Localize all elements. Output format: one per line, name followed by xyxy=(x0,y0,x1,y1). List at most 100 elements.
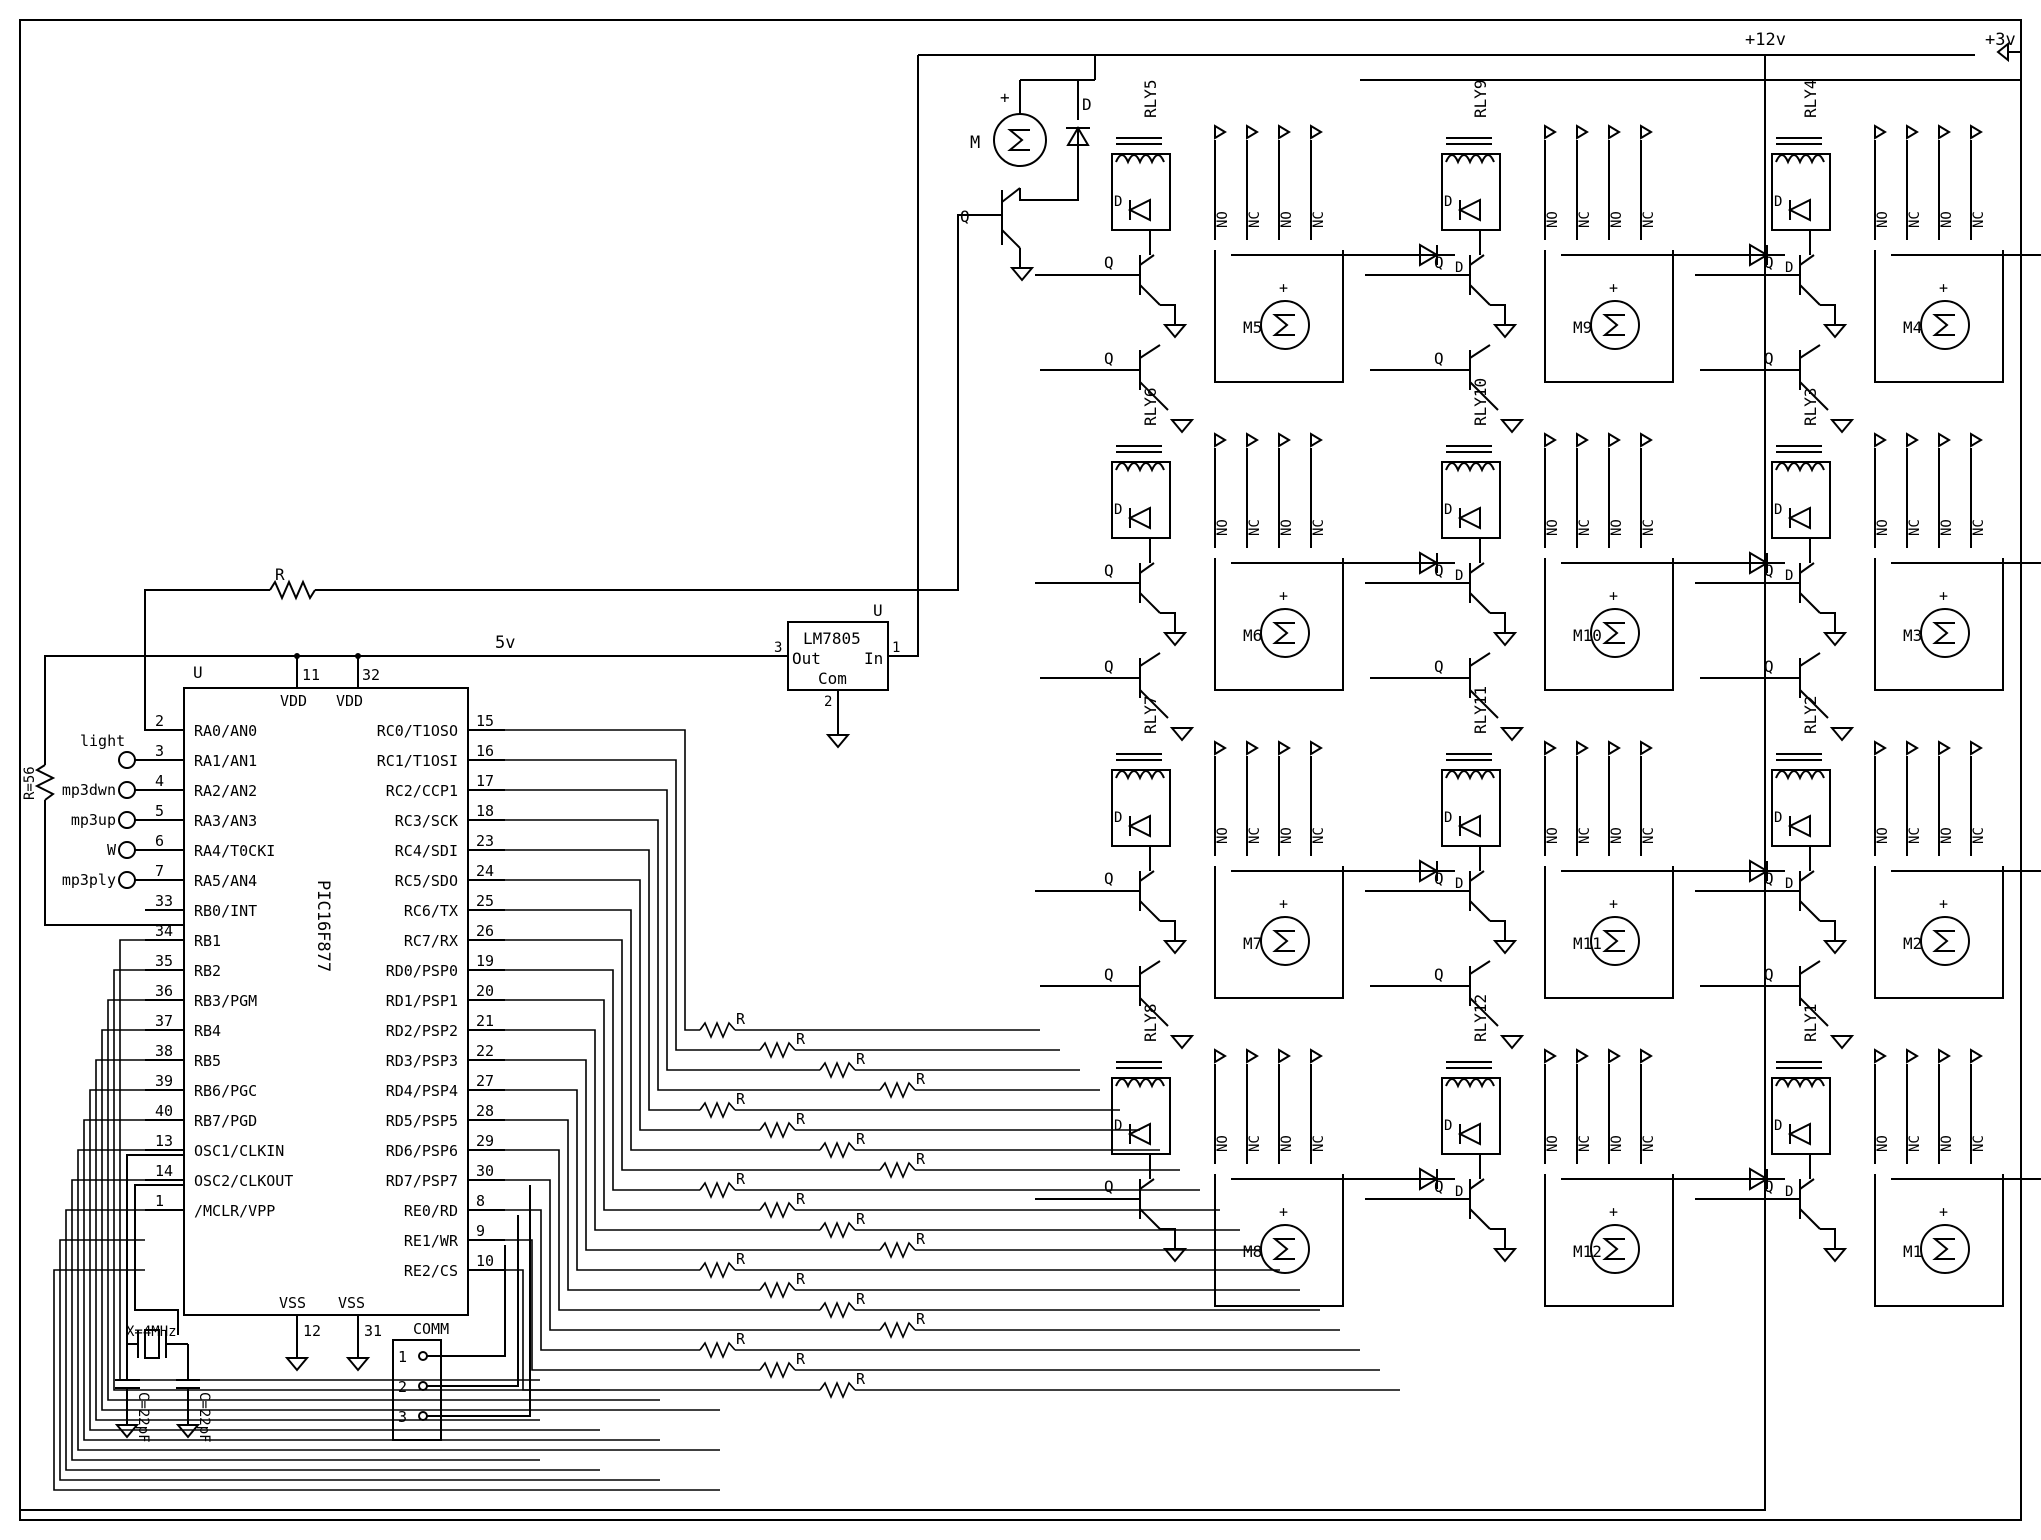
relay-contact-label: NC xyxy=(1311,1135,1327,1152)
relay-diode-label: D xyxy=(1774,502,1782,518)
relay-contact-label: NC xyxy=(1247,827,1263,844)
drawing-border xyxy=(19,19,2022,1521)
relay-contact-label: NC xyxy=(1311,827,1327,844)
mcu-right-pin-num: 28 xyxy=(476,1102,494,1120)
relay-transistor-label: Q xyxy=(1104,253,1114,272)
mcu-left-pin-num: 33 xyxy=(155,892,173,910)
mcu-left-pin-name: RB0/INT xyxy=(194,902,257,920)
mcu-right-pin-name: RD7/PSP7 xyxy=(386,1172,458,1190)
series-transistor-label: Q xyxy=(1764,657,1774,676)
mcu-right-pin-num: 22 xyxy=(476,1042,494,1060)
input-label: W xyxy=(107,841,117,859)
relay-diode-label: D xyxy=(1114,194,1122,210)
relay-label: RLY4 xyxy=(1801,79,1820,118)
motor-label: M1 xyxy=(1903,1242,1922,1261)
relay-diode-label: D xyxy=(1114,810,1122,826)
relay-label: RLY12 xyxy=(1471,994,1490,1042)
relay-contact-label: NO xyxy=(1875,519,1891,536)
bus-resistor-label: R xyxy=(856,1210,866,1228)
bus-resistor-label: R xyxy=(736,1330,746,1348)
mcu-right-pin-num: 25 xyxy=(476,892,494,910)
relay-contact-label: NC xyxy=(1641,827,1657,844)
mcu-right-pin-num: 18 xyxy=(476,802,494,820)
relay-transistor-label: Q xyxy=(1434,561,1444,580)
motor-plus-label: + xyxy=(1279,587,1288,605)
mcu-top-pin-name-2: VDD xyxy=(336,692,363,710)
input-terminal xyxy=(118,781,136,799)
relay-contact-label: NO xyxy=(1939,1135,1955,1152)
mcu-left-pin-name: RB6/PGC xyxy=(194,1082,257,1100)
relay-contact-label: NO xyxy=(1279,211,1295,228)
mcu-left-pin-name: OSC1/CLKIN xyxy=(194,1142,284,1160)
relay-transistor-label: Q xyxy=(1434,253,1444,272)
mcu-right-pin-name: RC4/SDI xyxy=(395,842,458,860)
mcu-left-pin-num: 1 xyxy=(155,1192,164,1210)
relay-transistor-label: Q xyxy=(1104,869,1114,888)
input-terminal xyxy=(118,871,136,889)
relay-contact-label: NC xyxy=(1577,827,1593,844)
mcu-left-pin-name: RA3/AN3 xyxy=(194,812,257,830)
relay-contact-label: NC xyxy=(1971,827,1987,844)
motor-label: M12 xyxy=(1573,1242,1602,1261)
mcu-right-pin-name: RC7/RX xyxy=(404,932,458,950)
mcu-left-pin-name: RA0/AN0 xyxy=(194,722,257,740)
motor-label: M10 xyxy=(1573,626,1602,645)
crystal-label: X=4MHz xyxy=(126,1324,177,1340)
mcu-right-pin-num: 9 xyxy=(476,1222,485,1240)
input-terminal xyxy=(118,751,136,769)
mcu-right-pin-num: 17 xyxy=(476,772,494,790)
relay-diode-label: D xyxy=(1774,810,1782,826)
mcu-left-pin-num: 36 xyxy=(155,982,173,1000)
mcu-left-pin-name: RB2 xyxy=(194,962,221,980)
mcu-left-pin-num: 37 xyxy=(155,1012,173,1030)
mcu-right-pin-num: 27 xyxy=(476,1072,494,1090)
relay-contact-label: NC xyxy=(1577,519,1593,536)
mcu-left-pin-num: 38 xyxy=(155,1042,173,1060)
relay-contact-label: NO xyxy=(1279,519,1295,536)
mcu-right-pin-num: 26 xyxy=(476,922,494,940)
comm-label: COMM xyxy=(413,1320,449,1338)
comm-header: COMM 1 2 3 xyxy=(392,1185,531,1441)
bus-resistor-label: R xyxy=(916,1230,926,1248)
relay-cell: RLY4DQNONCNONCD+M4Q xyxy=(1695,79,2041,434)
relay-contact-label: NO xyxy=(1875,827,1891,844)
mcu-right-pin-name: RC2/CCP1 xyxy=(386,782,458,800)
mcu-right-pin-name: RC1/T1OSI xyxy=(377,752,458,770)
relay-transistor-label: Q xyxy=(1764,561,1774,580)
relay-label: RLY2 xyxy=(1801,695,1820,734)
mcu-left-pin-name: RB5 xyxy=(194,1052,221,1070)
mcu-left-pin-num: 6 xyxy=(155,832,164,850)
motor-label: M7 xyxy=(1243,934,1262,953)
motor-plus-label: + xyxy=(1609,279,1618,297)
motor-plus-label: + xyxy=(1939,895,1948,913)
mcu-right-pin-name: RC0/T1OSO xyxy=(377,722,458,740)
motor-label: M5 xyxy=(1243,318,1262,337)
mcu-right-pin-num: 23 xyxy=(476,832,494,850)
relay-contact-label: NC xyxy=(1971,1135,1987,1152)
relay-contact-label: NC xyxy=(1907,211,1923,228)
bus-resistor-label: R xyxy=(736,1010,746,1028)
bus-resistor-label: R xyxy=(916,1070,926,1088)
bus-resistor-label: R xyxy=(916,1150,926,1168)
motor-label: M4 xyxy=(1903,318,1922,337)
relay-contact-label: NO xyxy=(1545,211,1561,228)
mcu-ref: U xyxy=(193,663,203,682)
motor-plus-label: + xyxy=(1939,279,1948,297)
relay-contact-label: NO xyxy=(1545,1135,1561,1152)
relay-diode-label: D xyxy=(1444,194,1452,210)
regulator-com-label: Com xyxy=(818,669,847,688)
rail-5v-label: 5v xyxy=(495,633,515,653)
relay-flyback-label: D xyxy=(1455,260,1463,276)
bus-resistor-label: R xyxy=(796,1270,806,1288)
mcu-left-pin-name: RB1 xyxy=(194,932,221,950)
main-motor-label: M xyxy=(970,133,980,153)
motor-label: M8 xyxy=(1243,1242,1262,1261)
input-terminal xyxy=(118,811,136,829)
relay-contact-label: NO xyxy=(1215,211,1231,228)
mcu-right-pin-name: RC6/TX xyxy=(404,902,458,920)
